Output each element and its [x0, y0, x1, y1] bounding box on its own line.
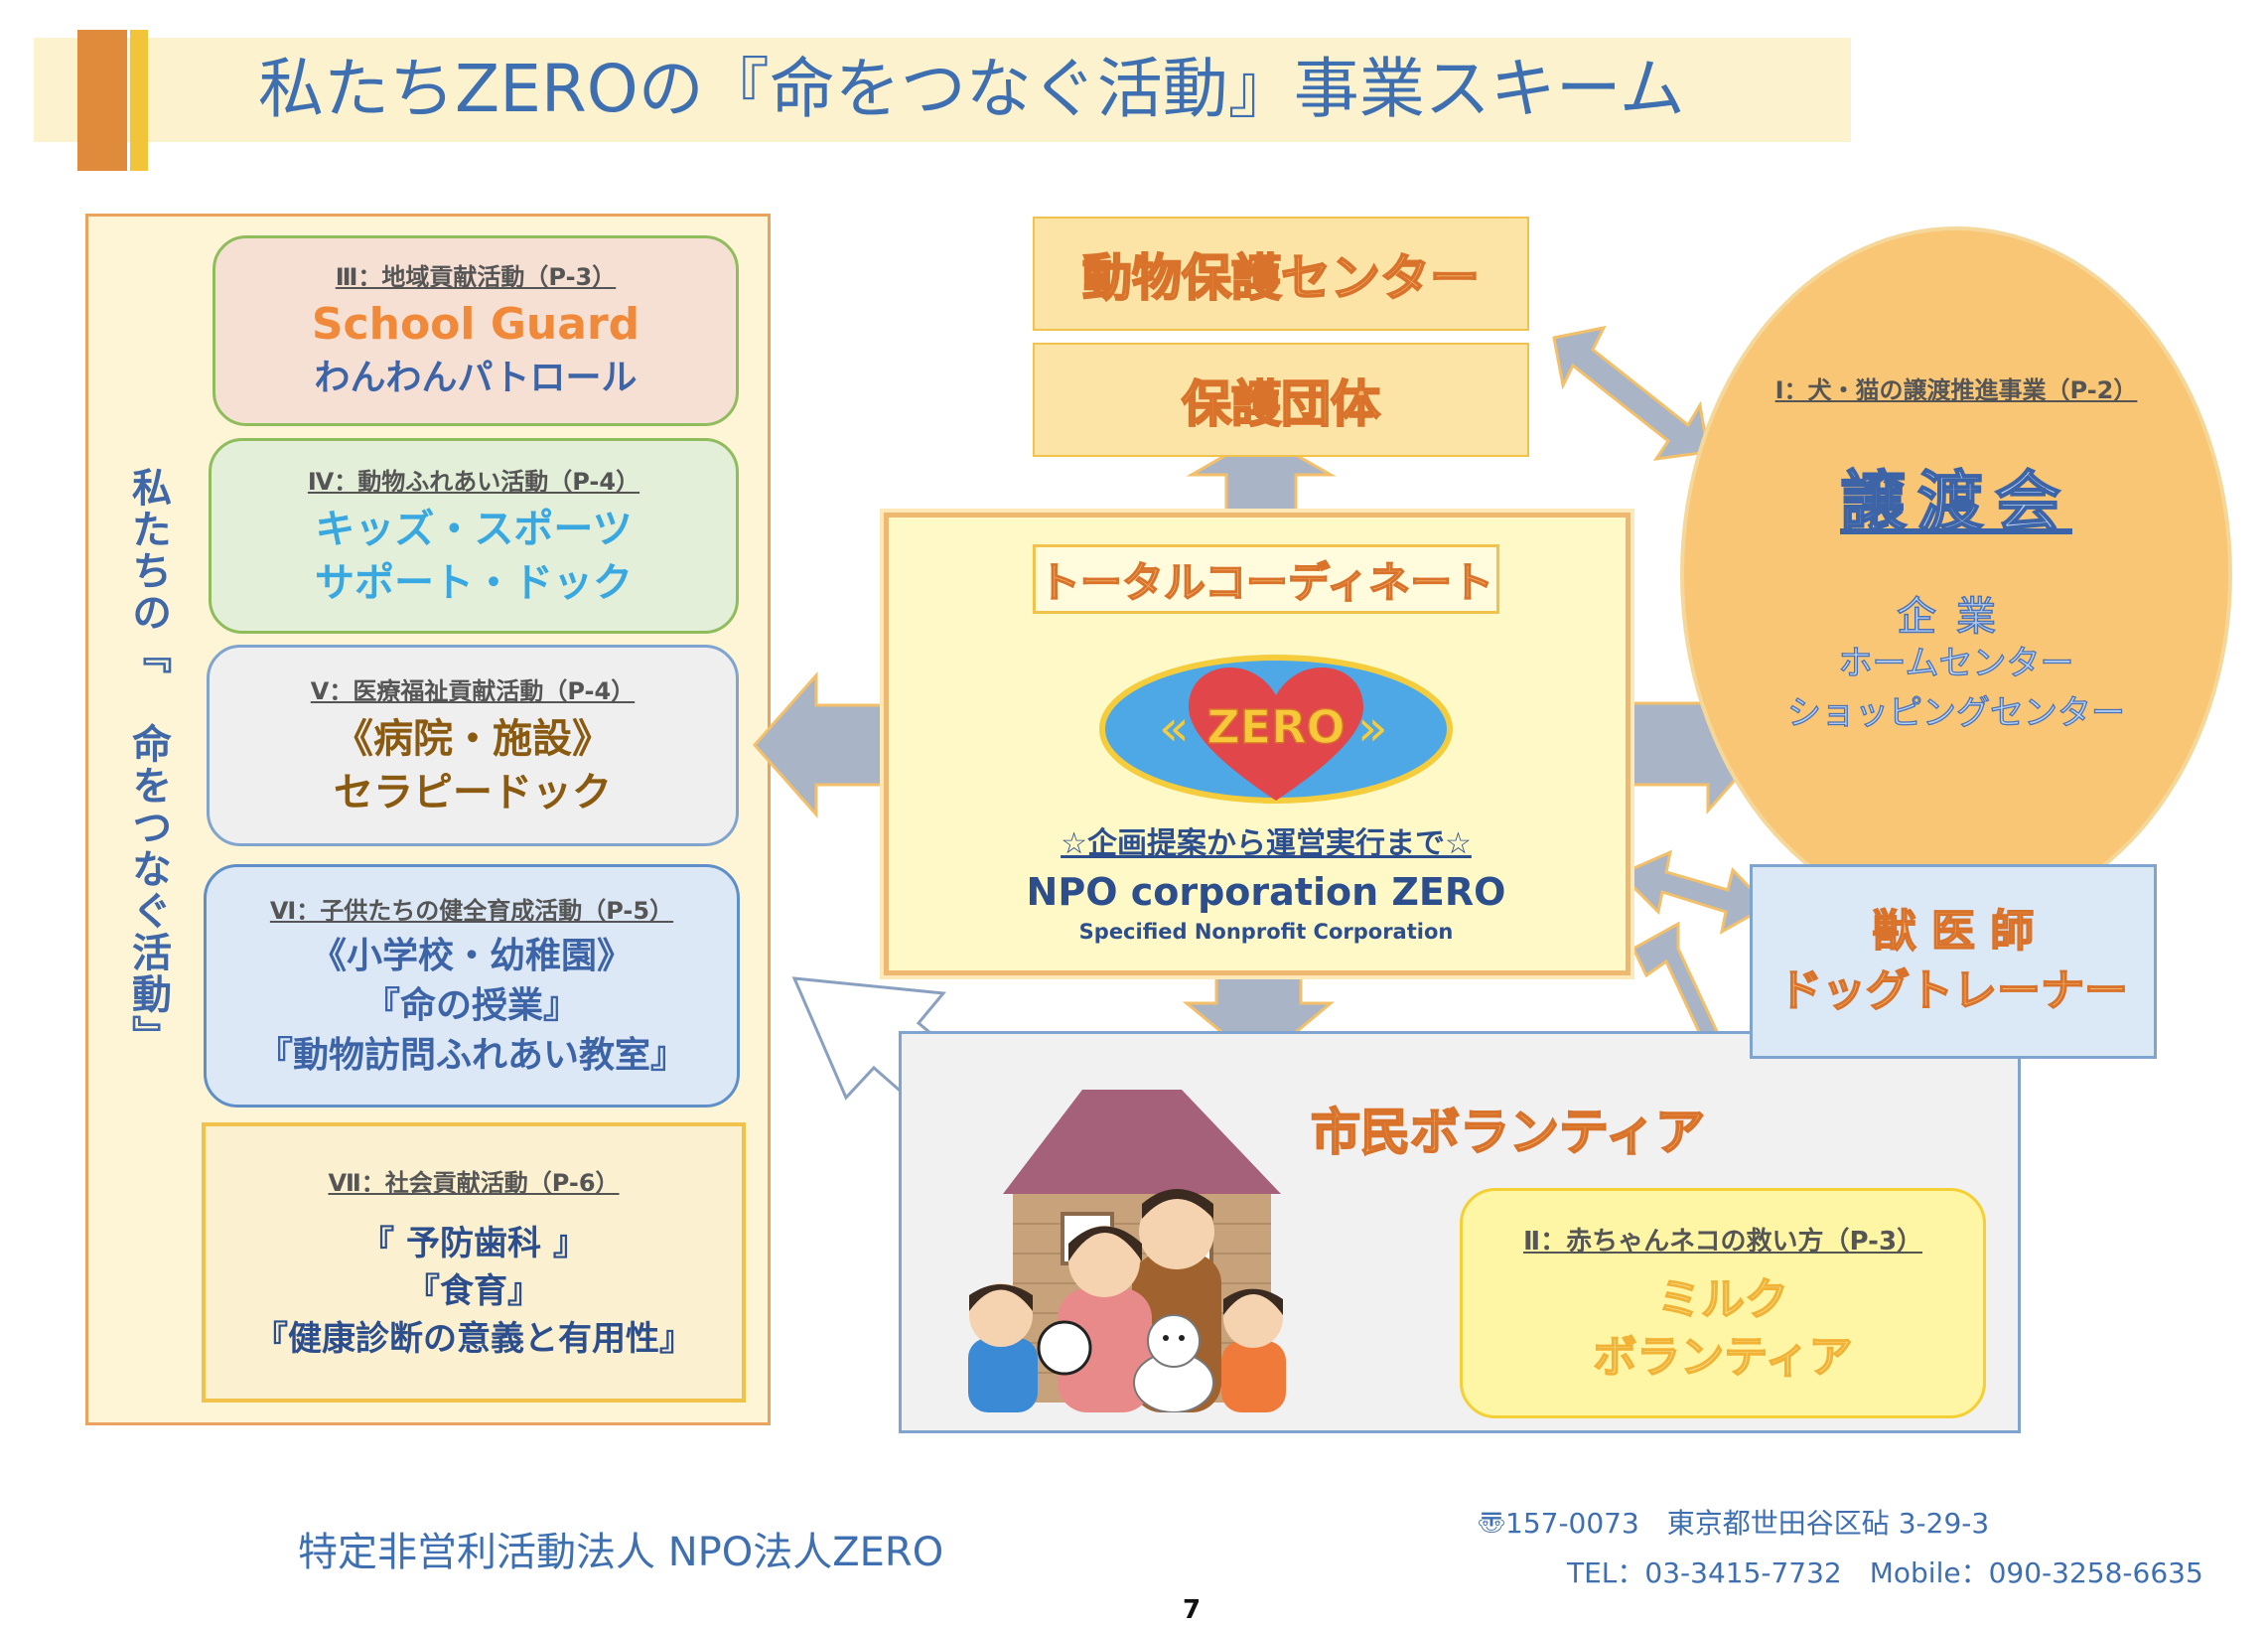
house-roof — [1003, 1090, 1281, 1194]
father-head — [1139, 1194, 1214, 1269]
adoption-header: Ⅰ：犬・猫の譲渡推進事業（P-2） — [1774, 376, 2138, 404]
card-line2: サポート・ドック — [315, 560, 633, 606]
npo-subtitle: Specified Nonprofit Corporation — [1078, 920, 1454, 944]
card-line2: わんわんパトロール — [314, 357, 638, 398]
rescue-group-box: 保護団体 — [1033, 343, 1529, 457]
animal-protection-center-box: 動物保護センター — [1033, 217, 1529, 331]
total-coordinate-label: トータルコーディネート — [1038, 557, 1494, 608]
mother-head — [1068, 1226, 1140, 1297]
dog-trainer-label: ドッグトレーナー — [1777, 964, 2129, 1017]
npo-name: NPO corporation ZERO — [1026, 870, 1506, 914]
boy-head — [969, 1283, 1033, 1347]
total-coordinate-label-box: トータルコーディネート — [1033, 544, 1499, 614]
card-header: Ⅶ：社会貢献活動（P-6） — [328, 1168, 620, 1197]
kitten-line2: ボランティア — [1593, 1331, 1854, 1384]
activity-card-iii: Ⅲ：地域貢献活動（P-3） School Guard わんわんパトロール — [213, 235, 739, 426]
card-header: Ⅵ：子供たちの健全育成活動（P-5） — [269, 897, 674, 925]
title-band — [34, 38, 1851, 142]
adoption-event-label: 譲渡会 — [1839, 463, 2072, 541]
chevron-left-icon: « — [1159, 699, 1190, 757]
mother-body — [1058, 1288, 1152, 1412]
page-number: 7 — [1182, 1595, 1202, 1625]
kitten-rescue-box: Ⅱ：赤ちゃんネコの救い方（P-3） ミルク ボランティア — [1460, 1188, 1986, 1418]
card-header: Ⅳ：動物ふれあい活動（P-4） — [307, 468, 640, 496]
soccer-ball-icon — [1037, 1320, 1092, 1376]
card-line1: School Guard — [311, 298, 640, 350]
dog-head — [1147, 1314, 1201, 1368]
card-line2: 『食育』 — [406, 1270, 541, 1311]
footer-org-name: 特定非営利活動法人 NPO法人ZERO — [298, 1530, 944, 1575]
page-title: 私たちZEROの『命をつなぐ活動』事業スキーム — [258, 51, 1685, 127]
heart-icon — [1189, 667, 1363, 801]
rescue-group-label: 保護団体 — [1181, 374, 1381, 434]
vet-trainer-box: 獣 医 師 ドッグトレーナー — [1750, 864, 2157, 1059]
activity-card-iv: Ⅳ：動物ふれあい活動（P-4） キッズ・スポーツ サポート・ドック — [209, 438, 739, 634]
footer-tel: TEL：03-3415-7732 Mobile：090-3258-6635 — [1567, 1556, 2203, 1589]
arrow-left-to-activities — [752, 671, 888, 818]
zero-logo: « » ZERO — [1097, 652, 1455, 820]
card-line3: 『動物訪問ふれあい教室』 — [256, 1035, 686, 1076]
title-accent-bar-thin — [130, 30, 148, 171]
card-line3: 『健康診断の意義と有用性』 — [254, 1318, 693, 1359]
girl-body — [1221, 1341, 1286, 1412]
card-line2: セラピードック — [334, 770, 612, 815]
vet-label: 獣 医 師 — [1872, 905, 2035, 958]
activity-card-vi: Ⅵ：子供たちの健全育成活動（P-5） 《小学校・幼稚園》 『命の授業』 『動物訪… — [204, 864, 740, 1108]
adoption-line-home-center: ホームセンター — [1838, 643, 2074, 683]
girl-head — [1223, 1288, 1283, 1348]
card-line2: 『命の授業』 — [363, 985, 579, 1026]
card-line1: 《小学校・幼稚園》 — [310, 936, 633, 976]
animal-protection-center-label: 動物保護センター — [1081, 248, 1481, 308]
kitten-line1: ミルク — [1656, 1273, 1789, 1326]
vertical-title: 私たちの『 命をつなぐ活動』 — [125, 467, 171, 1057]
card-line1: 《病院・施設》 — [334, 716, 612, 762]
logo-text: ZERO — [1206, 700, 1345, 754]
activity-card-vii: Ⅶ：社会貢献活動（P-6） 『 予防歯科 』 『食育』 『健康診断の意義と有用性… — [202, 1122, 746, 1403]
kitten-header: Ⅱ：赤ちゃんネコの救い方（P-3） — [1522, 1226, 1923, 1257]
adoption-line-shopping-center: ショッピングセンター — [1786, 692, 2125, 733]
boy-body — [968, 1338, 1038, 1412]
adoption-line-company: 企業 — [1896, 593, 2016, 641]
arrow-group-oval — [1552, 325, 1710, 461]
family-house-illustration — [953, 1085, 1350, 1413]
card-line1: 『 予防歯科 』 — [360, 1223, 587, 1263]
title-accent-bar — [77, 30, 127, 171]
footer-address: 〠157-0073 東京都世田谷区砧 3-29-3 — [1478, 1507, 1990, 1540]
card-header: Ⅲ：地域貢献活動（P-3） — [335, 262, 617, 291]
card-line1: キッズ・スポーツ — [315, 507, 633, 552]
activity-card-v: Ⅴ：医療福祉貢献活動（P-4） 《病院・施設》 セラピードック — [207, 645, 739, 846]
adoption-oval — [1680, 226, 2232, 922]
citizen-volunteer-label: 市民ボランティア — [1310, 1103, 1706, 1162]
plan-text: ☆企画提案から運営実行まで☆ — [1061, 826, 1472, 861]
card-header: Ⅴ：医療福祉貢献活動（P-4） — [310, 677, 636, 705]
arrow-central-vet — [1618, 849, 1771, 935]
chevron-right-icon: » — [1357, 699, 1388, 757]
